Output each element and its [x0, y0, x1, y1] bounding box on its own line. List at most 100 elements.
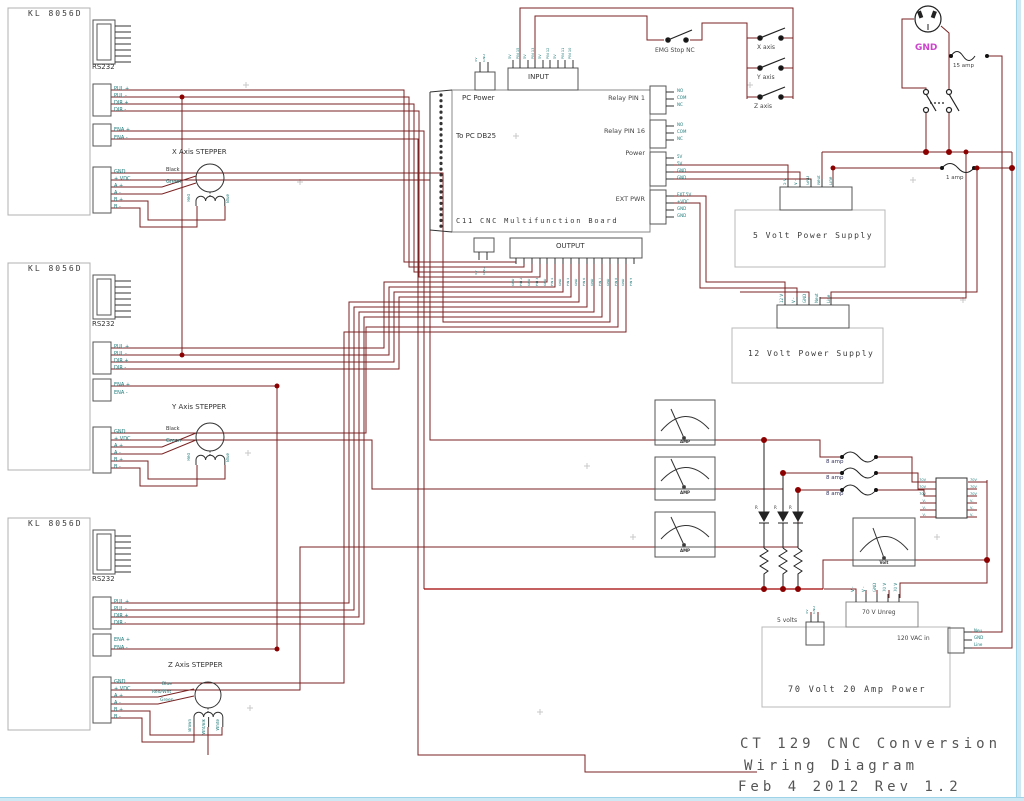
dist-right-pin-labels: 70V 70V 70V V- V- V- [970, 478, 977, 521]
driver3-model: KL 8056D [28, 519, 83, 528]
driver1-port-label: RS232 [92, 63, 115, 71]
fuse8-label-3: 8 amp [826, 491, 844, 497]
pin-label: Line [826, 294, 831, 303]
pin-label: 5V [524, 54, 527, 59]
wire-label: Blue [226, 194, 230, 203]
pin-label: GND [527, 278, 531, 286]
y-stepper-symbol [195, 422, 226, 465]
amp-meter3-label: AMP [679, 548, 690, 553]
x-coil-wire-blue: Blue [226, 194, 230, 203]
title-line-3: Feb 4 2012 Rev 1.2 [738, 779, 962, 795]
vac-label: 120 VAC in [897, 635, 930, 642]
output-label: OUTPUT [556, 242, 585, 250]
power70-label: 70 Volt 20 Amp Power [788, 685, 927, 695]
pin-label: 5V [509, 54, 512, 59]
signal-wires [111, 7, 1013, 773]
pin-label: PUL + [114, 599, 130, 605]
pc-power-connector [474, 62, 496, 91]
pin-label: A + [114, 183, 124, 189]
fuse-8amp-3 [841, 484, 877, 496]
fuse-15amp [950, 51, 976, 61]
extpwr-label: EXT PWR [615, 195, 645, 203]
y-axis-switch-label: Y axis [757, 74, 775, 81]
pin-label: B - [114, 204, 121, 210]
wire-label: Wht/Blk [202, 719, 206, 735]
pin-label: 70V [919, 492, 926, 496]
pin-label: NC [677, 136, 683, 141]
wire-label: Red [187, 194, 191, 202]
vac-connector [947, 627, 972, 654]
pin-label: GND [677, 175, 687, 180]
z-coil-wire-1: Brown [188, 719, 192, 732]
emg-stop-switch [665, 29, 693, 43]
pin-label: V - [791, 297, 796, 303]
y-coil-wire-red: Red [187, 453, 191, 461]
pin-label: PIN 7 [598, 277, 602, 286]
pin-label: GND [483, 266, 486, 275]
x-stepper-symbol [195, 163, 226, 206]
pin-label: V- [922, 499, 926, 503]
extpwr-connector [649, 189, 674, 225]
pin-label: +VDC [677, 199, 689, 204]
driver2-port-label: RS232 [92, 320, 115, 328]
pin-label: A - [114, 190, 121, 196]
rs232-connector-2 [92, 274, 131, 320]
pin-label: Line [828, 176, 833, 185]
led1-label: R [755, 505, 758, 510]
pin-label: PIN 6 [583, 277, 587, 286]
z-wire-green: Green [160, 698, 174, 703]
pin-label: GND [114, 429, 126, 435]
pin-label: A - [114, 450, 121, 456]
supply12-connector [776, 297, 850, 329]
driver1-signal-pins: PUL + PUL - DIR + DIR - [114, 87, 129, 115]
rs232-connector-3 [92, 529, 131, 575]
amp-meter-3 [654, 511, 716, 558]
pin-label: Neut [817, 175, 822, 185]
pin-label: GND [575, 278, 579, 286]
supply5-pin-labels: 5 V V - GND Neut Line [783, 158, 840, 185]
led2-label: R [774, 505, 777, 510]
pin-label: Neu [974, 628, 982, 633]
pin-label: V - [794, 179, 799, 185]
pin-label: A + [114, 443, 124, 449]
power-pin-labels: 5V 5V GND GND [677, 155, 686, 183]
pin-label: NO [677, 88, 684, 93]
z-coil-wire-2: Wht/Blk [202, 719, 206, 735]
c11-board-outline [429, 60, 674, 264]
pin-label: PIN 10 [569, 47, 572, 59]
pin-label: B + [114, 457, 124, 463]
cad-origin-crosses [243, 82, 966, 715]
pin-label: GND [483, 53, 486, 62]
pin-label: GND [813, 605, 816, 614]
wire-label: Brown [188, 719, 192, 732]
relay16-pin-labels: NO COM NC [677, 123, 686, 144]
pin-label: 5 V [783, 178, 787, 185]
pin-label: DIR + [114, 100, 129, 106]
pin-label: PIN 3 [535, 277, 539, 286]
x-wire-green: Green [166, 179, 182, 185]
pin-label: GND [114, 679, 126, 685]
pc-power-label: PC Power [462, 94, 495, 102]
pin-label: DIR - [114, 107, 127, 113]
pin-label: PIN 9 [630, 277, 634, 286]
pin-label: DIR - [114, 620, 127, 626]
pin-label: V- [970, 499, 974, 503]
amp-meters [654, 399, 916, 567]
switch-symbols [665, 27, 960, 114]
relay16-label: Relay PIN 16 [604, 127, 645, 135]
extpwr-pin-labels: EXT 5V +VDC GND GND [677, 193, 691, 221]
amp-meter-1 [654, 399, 716, 446]
fuse8-label-2: 8 amp [826, 475, 844, 481]
amp-meter2-label: AMP [679, 490, 690, 495]
fuse1-label: 1 amp [946, 175, 964, 181]
output-aux-pin-labels: 5V GND [475, 261, 491, 275]
z-wire-blue: Blue [162, 682, 172, 687]
volt-meter-label: Volt [879, 560, 889, 565]
relay1-label: Relay PIN 1 [608, 94, 645, 102]
pin-label: PIN 5 [567, 277, 571, 286]
window-edge-right [1016, 0, 1021, 801]
fuse-8amp-1 [841, 451, 877, 463]
pin-label: 70 V [883, 582, 888, 592]
pin-label: PUL + [114, 344, 130, 350]
supply12-pin-labels: 12 V V - GND Neut Line [780, 276, 838, 303]
